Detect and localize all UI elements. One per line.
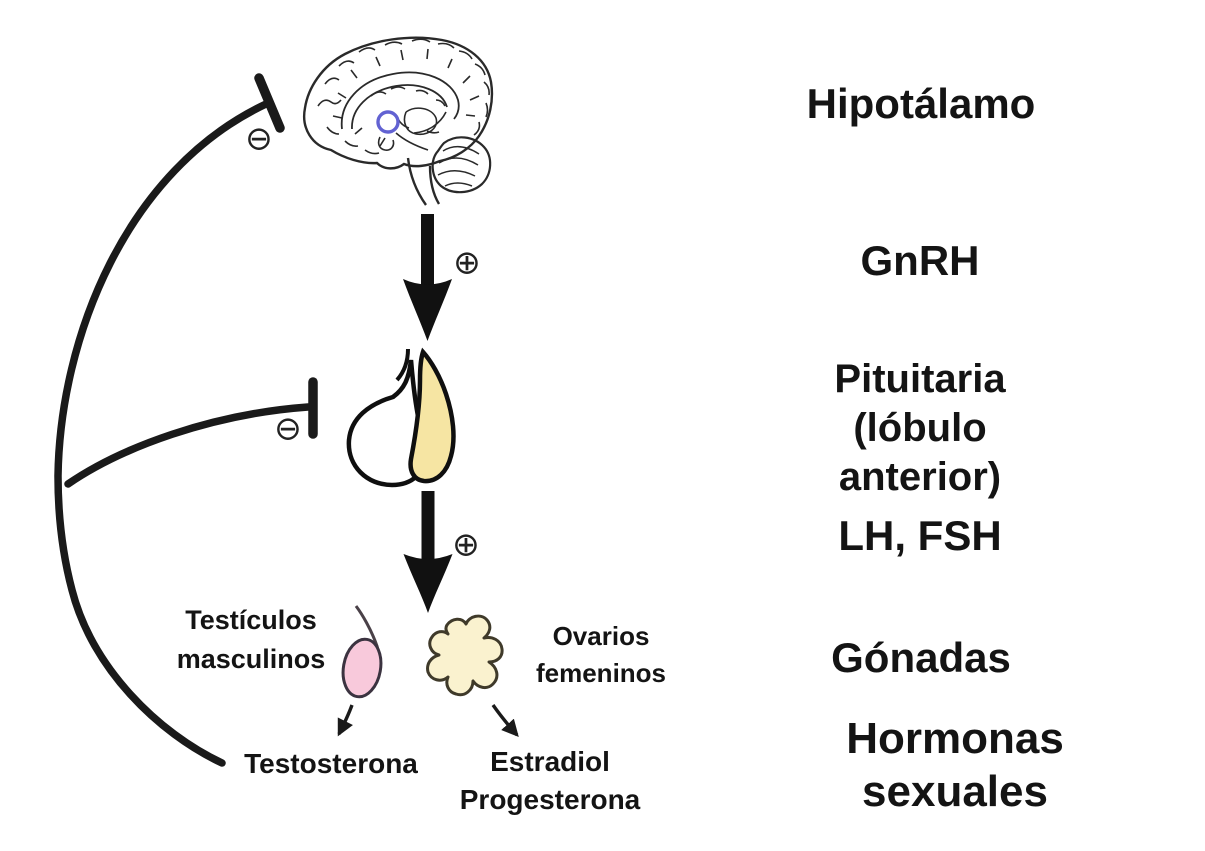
- inhibition-sign-hypothalamus: ⊖: [245, 119, 273, 158]
- brain-inner-structures: [377, 107, 447, 151]
- brain-cerebellum-texture: [437, 145, 480, 187]
- lhfsh-arrow: [403, 491, 453, 613]
- feedback-loops: [54, 73, 318, 767]
- brain-outline: [302, 36, 494, 170]
- pituitary-stalk: [395, 348, 410, 382]
- label-hypothalamus: Hipotálamo: [806, 79, 1036, 127]
- label-gonads: Gónadas: [831, 633, 1011, 681]
- label-ovaries: Ovarios femeninos: [535, 621, 667, 688]
- inhibition-bar-hypothalamus: [254, 73, 285, 133]
- brain-cerebellum: [431, 136, 492, 194]
- hypothalamus-marker-icon: [376, 110, 400, 134]
- ovary-illustration: [426, 614, 504, 697]
- label-pituitary: Pituitaria (lóbulo anterior): [834, 356, 1006, 499]
- label-testosterone: Testosterona: [244, 747, 418, 779]
- label-testes: Testículos masculinos: [176, 604, 326, 674]
- testis-body: [341, 637, 383, 699]
- pituitary-posterior-lobe: [408, 347, 456, 484]
- testis-illustration: [341, 605, 383, 699]
- gnrh-arrow-head: [403, 279, 452, 341]
- stimulation-sign-gnrh: ⊕: [453, 243, 481, 282]
- feedback-curve-hypothalamus: [54, 100, 270, 767]
- brain-illustration: [302, 36, 494, 206]
- ovary-hormone-arrow: [491, 704, 519, 738]
- brain-gyri-squiggles: [317, 38, 490, 155]
- label-lh-fsh: LH, FSH: [838, 511, 1002, 559]
- brain-corpus-callosum: [340, 71, 460, 130]
- label-sex-hormones: Hormonas sexuales: [846, 714, 1064, 816]
- stimulation-sign-lhfsh: ⊕: [452, 525, 480, 564]
- label-estradiol-progesterone: Estradiol Progesterona: [459, 745, 641, 815]
- lhfsh-arrow-head: [403, 554, 453, 613]
- feedback-curve-pituitary: [64, 403, 312, 488]
- label-gnrh: GnRH: [860, 236, 980, 284]
- gnrh-arrow: [403, 214, 452, 341]
- brain-sulci-ticks: [332, 48, 480, 147]
- pituitary-illustration: [346, 347, 456, 488]
- brain-brainstem: [406, 157, 441, 206]
- inhibition-sign-pituitary: ⊖: [274, 409, 302, 448]
- testis-hormone-arrow: [337, 704, 354, 737]
